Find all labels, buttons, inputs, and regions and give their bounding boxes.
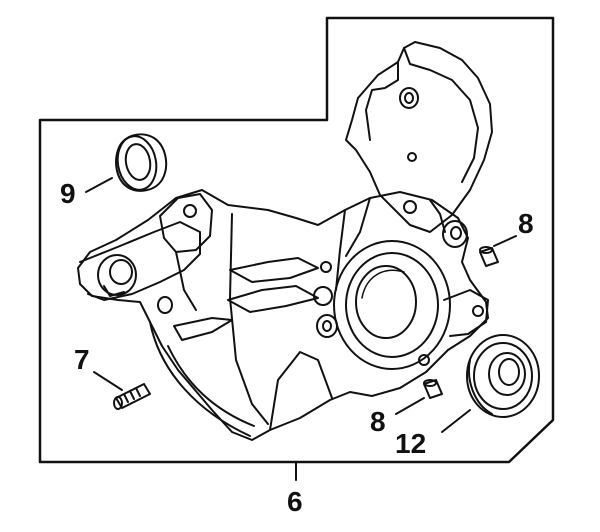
crankcase-mid-boss-2 <box>316 314 338 338</box>
oil-seal-face <box>116 135 158 191</box>
leader-line-8-upper <box>493 235 517 247</box>
crankcase-upper-pin <box>407 152 417 162</box>
dowel-sleeve-lower-part-8 <box>423 379 443 399</box>
callout-part-7: 7 <box>74 344 90 375</box>
crankcase-upper-boss-hole <box>404 92 414 104</box>
cooling-fin-2 <box>227 285 319 313</box>
crankcase-mid-boss-1 <box>313 286 333 306</box>
leader-line-8-lower <box>395 397 425 415</box>
stud-bolt-end <box>113 396 123 410</box>
crankcase-vertical-web <box>229 213 269 425</box>
bearing-bore <box>498 358 520 386</box>
stud-bolt-threads <box>123 387 141 403</box>
bearing-outer-race <box>466 334 540 418</box>
dowel-sleeve-upper-end <box>479 246 493 254</box>
dowel-sleeve-upper-part-8 <box>479 246 499 267</box>
crankcase-main-bore-shadow <box>361 269 405 299</box>
leader-line-9 <box>85 177 113 193</box>
callout-part-6: 6 <box>287 486 303 517</box>
bearing-side-edge <box>468 359 493 415</box>
crankcase <box>77 41 493 441</box>
crankcase-lower-boss <box>418 354 430 366</box>
crankcase-right-bracket <box>443 289 489 337</box>
callout-part-8-lower: 8 <box>370 406 386 437</box>
oil-seal-body <box>115 133 168 192</box>
callout-part-9: 9 <box>60 178 76 209</box>
crankcase-upper-rim <box>403 47 479 183</box>
crankcase-main-body <box>77 189 489 441</box>
crankcase-lower-left-boss <box>157 296 173 314</box>
crankcase-main-bore-mid <box>345 252 439 358</box>
cooling-fin-3 <box>173 317 233 341</box>
crankcase-fan-housing <box>149 321 255 437</box>
crankcase-main-bore-outer <box>333 240 451 370</box>
cooling-fin-1 <box>229 257 319 283</box>
crankcase-rib-2 <box>345 197 371 257</box>
crankcase-left-arm <box>79 221 201 301</box>
crankcase-left-tab-rib <box>175 251 197 311</box>
crankcase-upper-housing <box>345 41 493 233</box>
oil-seal-part-9 <box>115 133 168 192</box>
dowel-sleeve-upper-body <box>479 247 499 267</box>
crankcase-rib-3 <box>429 199 446 233</box>
callout-part-12: 12 <box>395 428 427 459</box>
crankcase-left-tab-hole <box>183 204 197 218</box>
crankcase-left-bore-inner <box>109 259 133 285</box>
dowel-sleeve-lower-body <box>423 379 443 399</box>
bearing-inner-race <box>488 352 526 396</box>
stud-bolt-shank <box>115 383 151 409</box>
ball-bearing-part-12 <box>466 334 540 418</box>
crankcase-mid-boss-3 <box>320 261 332 273</box>
stud-bolt-part-7 <box>113 383 151 410</box>
crankcase-lower-rim <box>269 351 333 431</box>
crankcase-right-boss-top-hole <box>450 226 462 240</box>
assembly-frame <box>38 16 555 464</box>
crankcase-left-bore-detail <box>103 285 125 297</box>
crankcase-upper-boss-2 <box>403 200 417 214</box>
leader-line-12 <box>441 409 471 433</box>
crankcase-upper-boss <box>399 87 419 109</box>
crankcase-rib-1 <box>335 209 346 291</box>
leader-line-7 <box>93 371 123 391</box>
crankcase-left-tab <box>159 193 213 253</box>
bearing-outer-race-inner <box>473 342 533 410</box>
oil-seal-lip <box>124 143 152 181</box>
crankcase-main-bore-inner <box>355 265 417 339</box>
crankcase-upper-notch <box>365 61 399 141</box>
crankcase-mid-boss-2-hole <box>322 320 332 332</box>
dowel-sleeve-lower-end <box>423 379 437 387</box>
crankcase-right-boss-top <box>442 220 468 248</box>
callout-part-8-upper: 8 <box>518 208 534 239</box>
crankcase-right-bracket-hole <box>472 305 484 317</box>
